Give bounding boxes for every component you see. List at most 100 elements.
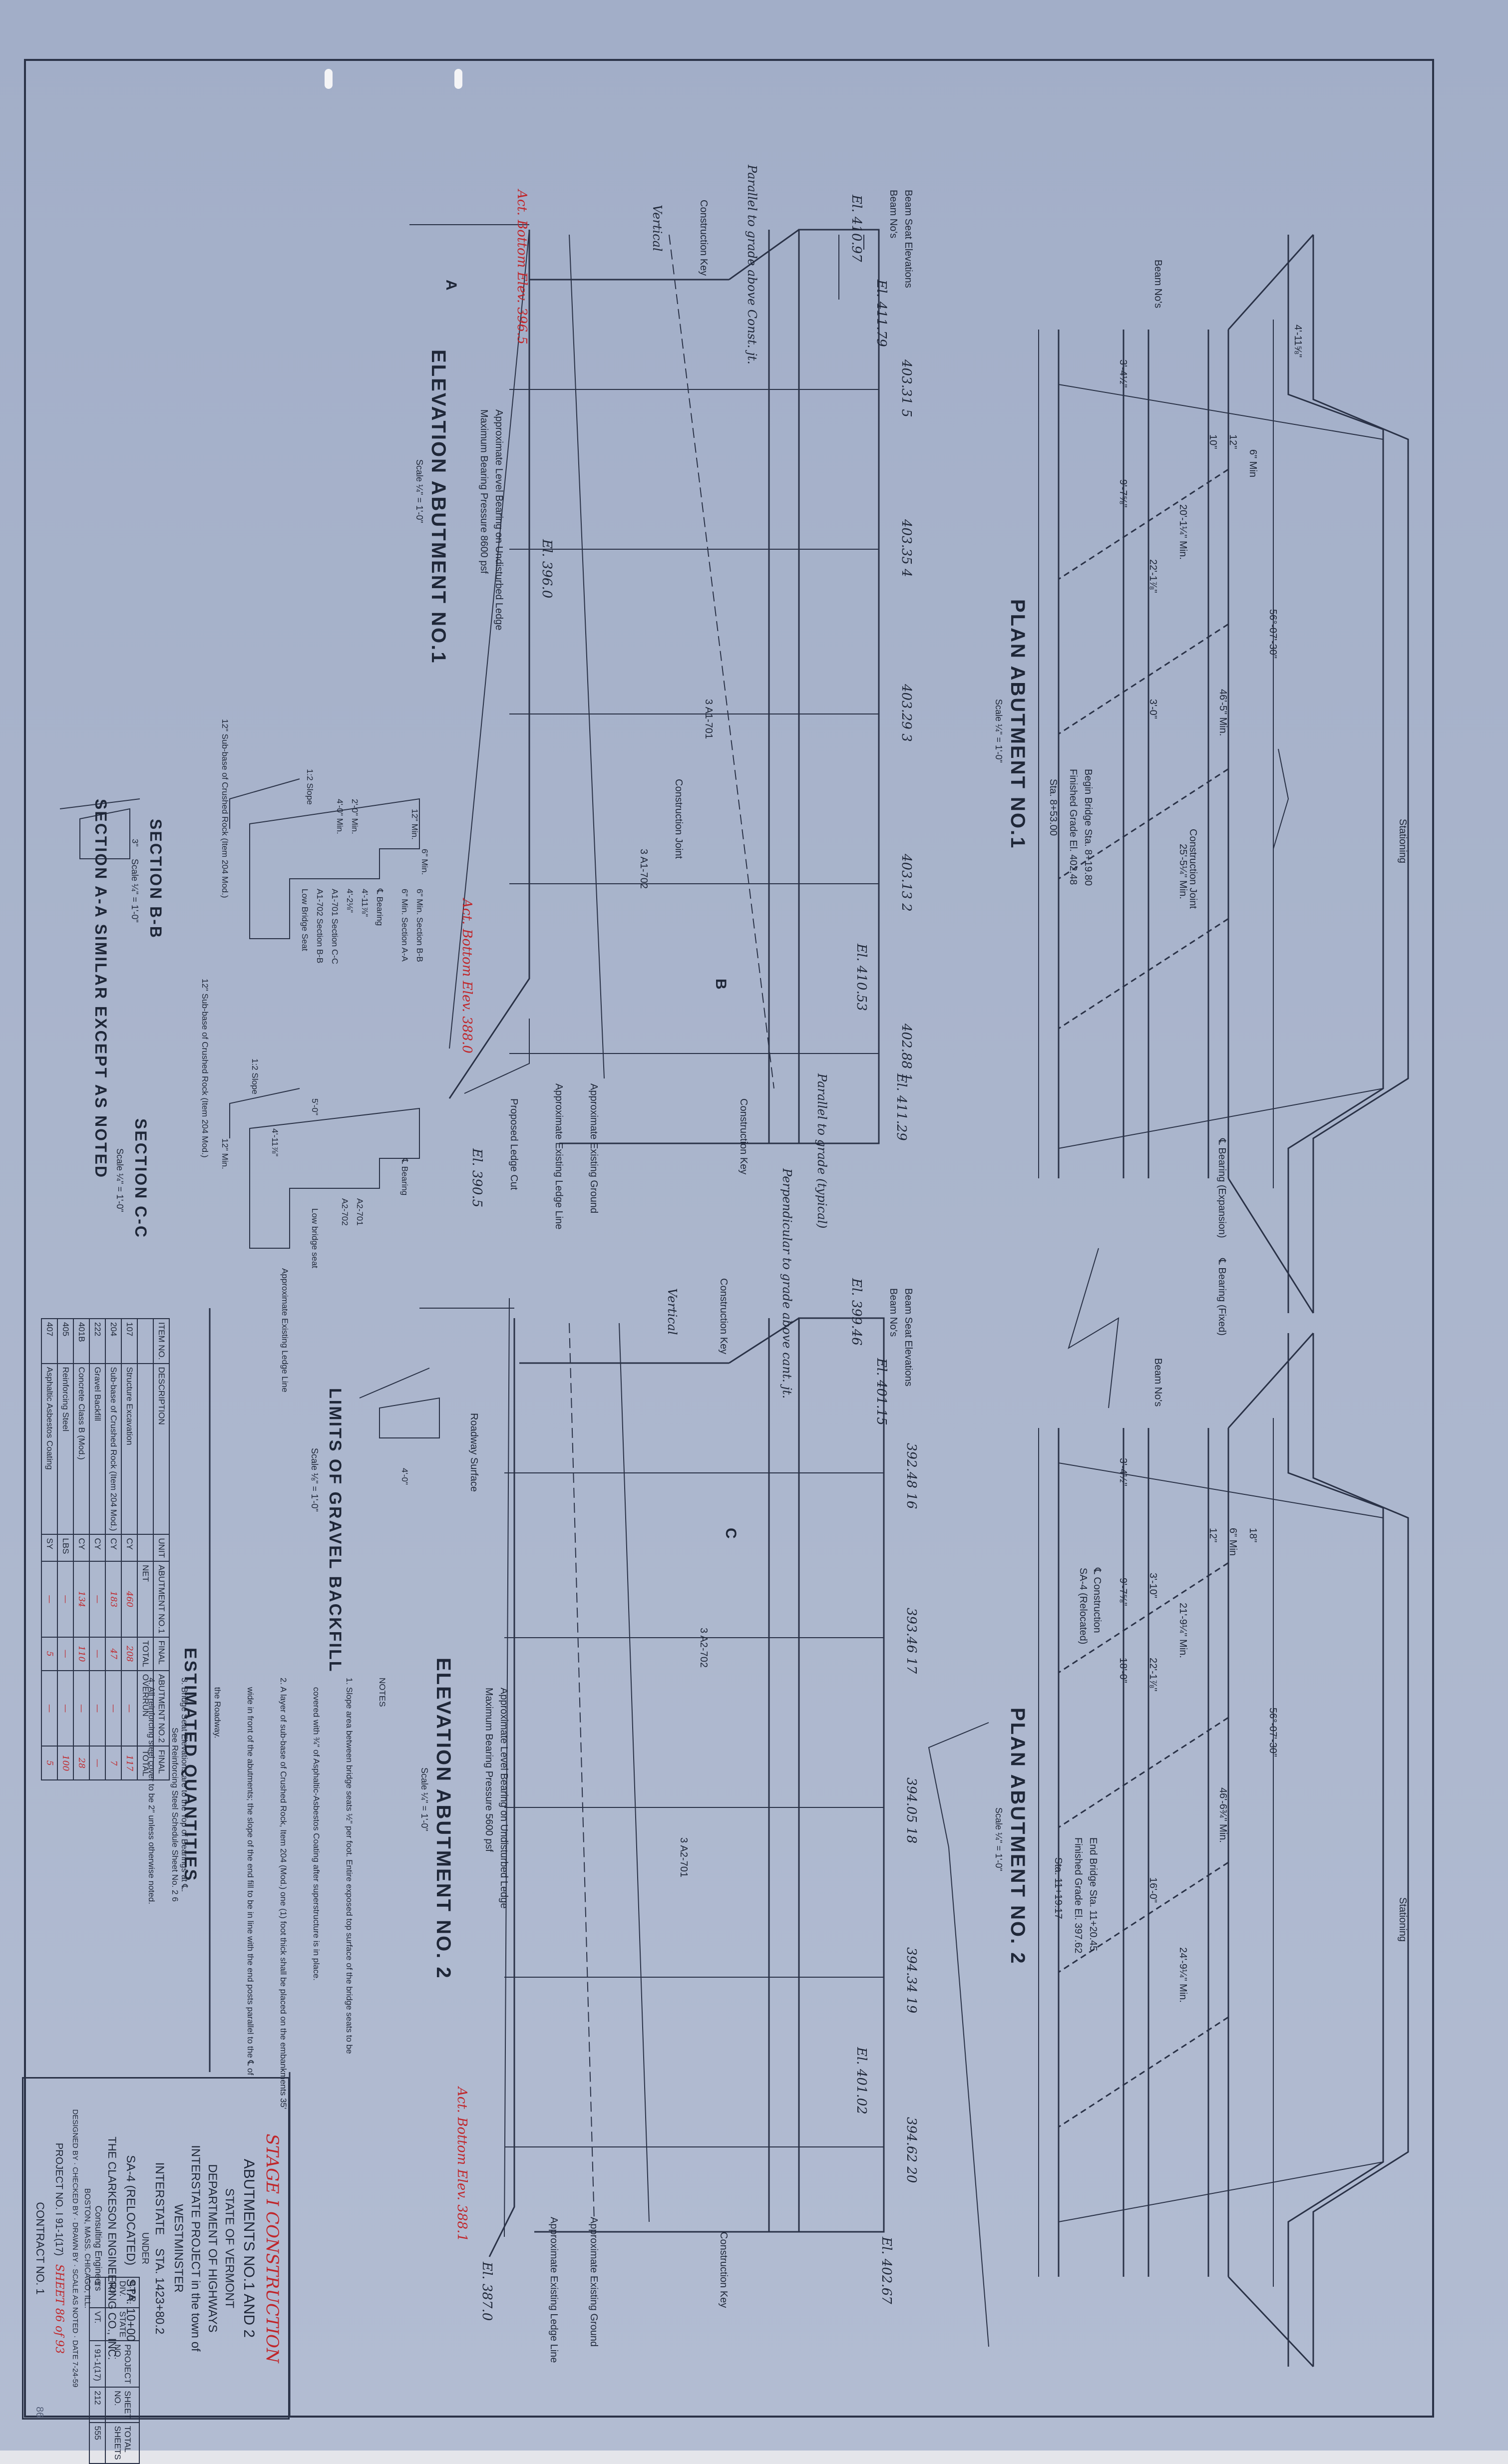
table-row: 222 Gravel Backfill CY — — — —	[89, 1319, 105, 1780]
elev1-perp: Perpendicular to grade above cant. jt.	[780, 1168, 794, 1399]
section-cc-label: 1:2 Slope	[250, 1058, 260, 1094]
section-cc-label: Approximate Existing Ledge Line	[280, 1268, 290, 1393]
elev1-el-right2: El. 411.29	[894, 1073, 909, 1141]
elev2-beam-seat: Beam Seat Elevations	[903, 1288, 914, 1387]
qty-desc: Asphaltic Asbestos Coating	[41, 1363, 57, 1535]
qty-item: 407	[41, 1319, 57, 1364]
qty-subheader-row: NET TOTAL OVERRUN TOTAL	[137, 1319, 153, 1780]
elevation-abutment-2-lines	[419, 1298, 885, 2257]
table-row: 204 Sub-base of Crushed Rock (Item 204 M…	[105, 1319, 121, 1780]
plan2-dim: 56°-07'-30"	[1267, 1708, 1278, 1757]
elev2-el-right1: El. 401.02	[854, 2047, 869, 2114]
notes-line: 2. A layer of sub-base of Crushed Rock, …	[279, 1678, 288, 2110]
notes-line: covered with ¾" of Asphaltic-Asbestos Co…	[312, 1678, 321, 1981]
elev1-construction-key: Construction Key	[698, 200, 709, 276]
elev1-scale: Scale ¼" = 1'-0"	[414, 459, 424, 523]
qty-unit: SY	[41, 1534, 57, 1562]
section-aa-title: SECTION A-A SIMILAR EXCEPT AS NOTED	[92, 799, 110, 1179]
elev2-beam-nos: Beam No's	[888, 1288, 899, 1337]
elev1-ledge-cut: Proposed Ledge Cut	[508, 1098, 519, 1190]
qty-item: 405	[57, 1319, 73, 1364]
plan1-dim: 9'-7⅝"	[1118, 479, 1129, 508]
gravel-scale: Scale ⅛" = 1'-0"	[310, 1448, 320, 1512]
elev2-construction-key: Construction Key	[718, 1278, 729, 1355]
plan1-dim: 3'-0"	[1147, 699, 1158, 719]
section-bb-label: 4'-11⅞"	[360, 889, 370, 917]
section-lines	[59, 778, 440, 1438]
elev1-bar2: 3 A1-702	[638, 849, 649, 889]
notes-line: 1. Slope area between bridge seats ½" pe…	[345, 1678, 354, 2054]
elev1-bearing-note2: Maximum Bearing Pressure 8600 psf	[478, 409, 489, 574]
elev1-el-left2: El. 411.79	[874, 280, 889, 347]
plan1-dim: 56°-07'-30"	[1267, 609, 1278, 659]
plan2-dim: 24'-9¼" Min.	[1177, 1947, 1188, 2003]
plan2-dim: 9'-7⅝"	[1118, 1578, 1129, 1606]
table-row: 407 Asphaltic Asbestos Coating SY — 5 — …	[41, 1319, 57, 1780]
plan1-dim: 12"	[1227, 434, 1238, 449]
qty-desc: Structure Excavation	[121, 1363, 137, 1535]
hdr-cell: 555	[89, 2422, 105, 2464]
plan1-dim: 22'-1⅞"	[1147, 559, 1158, 593]
qty-a2: —	[89, 1670, 105, 1747]
page-number: 86	[34, 2407, 45, 2418]
tb-dept: DEPARTMENT OF HIGHWAYS	[206, 2164, 219, 2333]
elev2-approx-ledge: Approximate Existing Ledge Line	[548, 2217, 559, 2363]
qty-desc: Gravel Backfill	[89, 1363, 105, 1535]
plan2-sta: Sta. 11+19.17	[1053, 1857, 1064, 1919]
elev1-ledge-el2: El. 390.5	[469, 1148, 484, 1208]
qty-a1: —	[41, 1561, 57, 1637]
plan1-dim: 3'-4½"	[1118, 359, 1129, 388]
elev1-red-note2: Act. Bottom Elev. 388.0	[459, 899, 474, 1054]
qty-subheader: NET	[137, 1561, 153, 1637]
elev2-seat-el: 392.48 16	[904, 1443, 919, 1509]
punch-hole	[325, 69, 333, 89]
section-bb-label: A1-702 Section B-B	[315, 889, 325, 964]
qty-a2: —	[121, 1670, 137, 1747]
qty-a2: —	[73, 1670, 89, 1747]
elev2-el-left2: El. 401.15	[874, 1358, 889, 1425]
elev1-section-a: A	[443, 280, 459, 292]
section-bb-label: 6" Min. Section A-A	[400, 889, 409, 962]
section-bb-label: Low Bridge Seat	[300, 889, 310, 951]
section-bb-label: 4'-0" Min.	[335, 799, 345, 834]
section-cc-scale: Scale ¼" = 1'-0"	[115, 1148, 125, 1212]
section-bb-label: 12" Sub-base of Crushed Rock (Item 204 M…	[220, 719, 230, 898]
qty-header: ITEM NO.	[153, 1319, 169, 1364]
punch-hole	[454, 69, 462, 89]
plan2-dim: 46'-6¾" Min.	[1217, 1787, 1228, 1843]
qty-subheader: TOTAL	[137, 1637, 153, 1671]
elev1-beam-seat: Beam Seat Elevations	[903, 190, 914, 288]
section-cc-label: 12" Min.	[220, 1138, 230, 1169]
plan1-bearing-exp: ℄ Bearing (Expansion)	[1216, 1138, 1227, 1238]
plan1-bearing-fixed: ℄ Bearing (Fixed)	[1216, 1258, 1227, 1336]
elev1-red-note1: Act. Bottom Elev. 396.5	[514, 190, 529, 345]
elev2-bar2: 3 A2-701	[678, 1837, 689, 1878]
qty-a2: —	[105, 1670, 121, 1747]
notes-line: wide in front of the abutments; the slop…	[246, 1678, 255, 2076]
qty-a2-final: —	[89, 1746, 105, 1780]
elev1-approx-ground: Approximate Existing Ground	[588, 1083, 599, 1214]
qty-a1: 134	[73, 1561, 89, 1637]
qty-subheader: TOTAL	[137, 1746, 153, 1780]
qty-item: 222	[89, 1319, 105, 1364]
qty-a2-final: 28	[73, 1746, 89, 1780]
elev1-parallel: Parallel to grade (typical)	[815, 1073, 829, 1229]
tb-abutments: ABUTMENTS NO.1 AND 2	[241, 2158, 257, 2338]
elev1-el-left1: El. 410.97	[849, 195, 864, 262]
notes-heading: NOTES	[377, 1678, 387, 1707]
qty-header: FINAL	[153, 1746, 169, 1780]
plan1-begin-grade: Finished Grade El. 402.48	[1068, 769, 1079, 885]
qty-a2: —	[41, 1670, 57, 1747]
plan2-scale: Scale ¼" = 1'-0"	[994, 1807, 1004, 1871]
elev1-section-b: B	[713, 979, 729, 991]
plan2-end-bridge: End Bridge Sta. 11+20.45	[1088, 1837, 1099, 1952]
tb-state: STATE OF VERMONT	[223, 2188, 236, 2309]
elev1-title: ELEVATION ABUTMENT NO.1	[427, 350, 449, 665]
qty-subheader: OVERRUN	[137, 1670, 153, 1747]
elev1-seat-el: 403.29 3	[899, 684, 914, 742]
section-bb-label: 1:2 Slope	[305, 769, 315, 805]
tb-sa4: SA-4 (RELOCATED) STA. 10+00	[124, 2155, 137, 2342]
elev2-seat-el: 394.05 18	[904, 1777, 919, 1844]
hdr-cell: TOTAL SHEETS	[105, 2422, 139, 2464]
